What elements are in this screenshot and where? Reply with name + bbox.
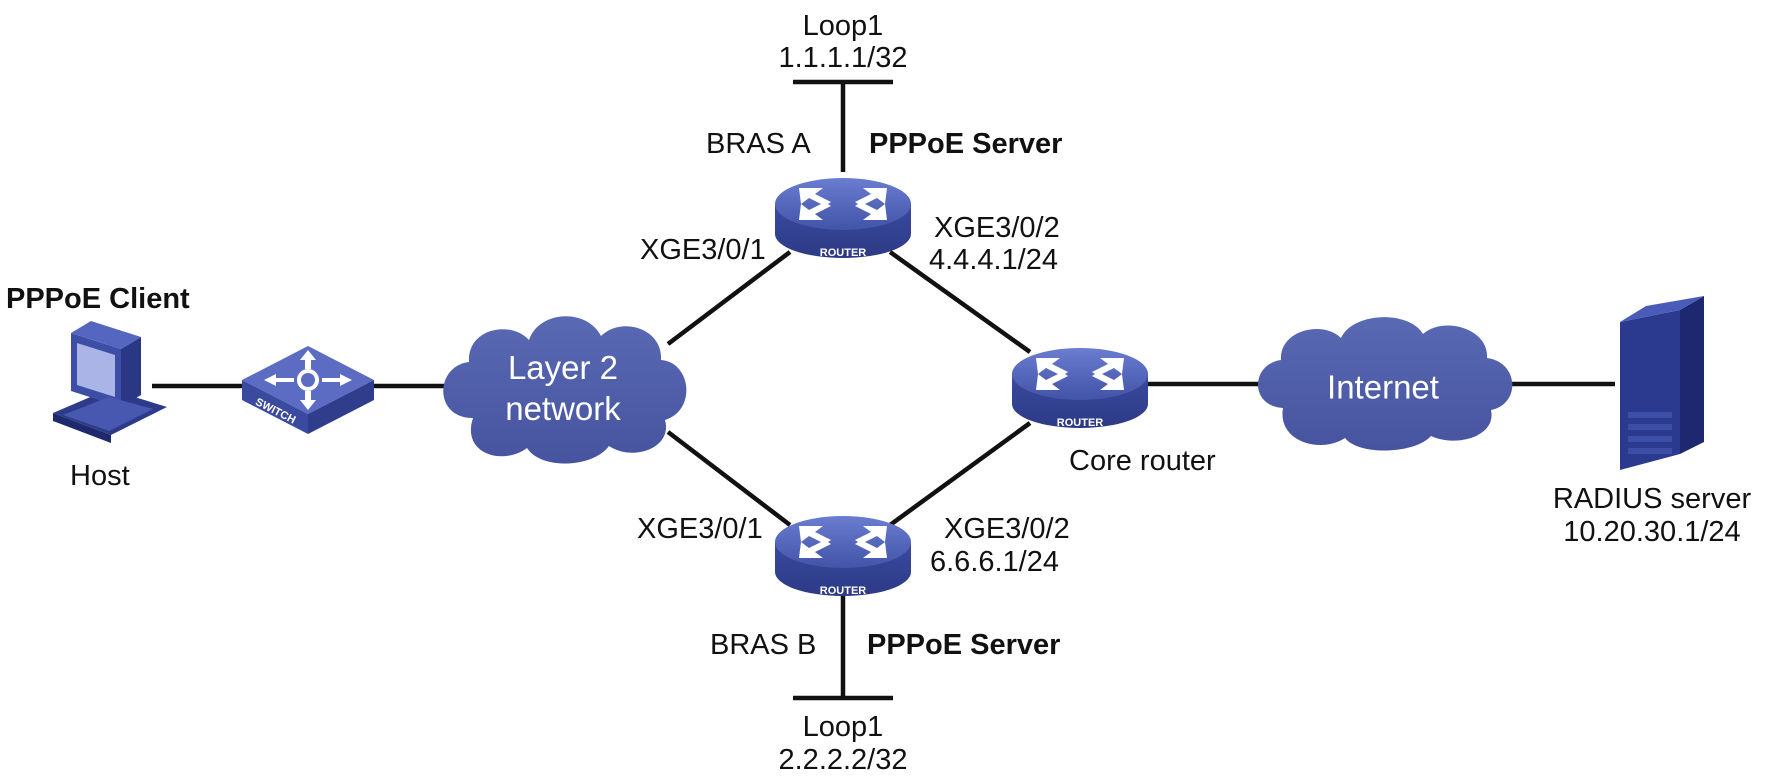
host-name: Host — [70, 460, 130, 492]
router-icon[interactable]: ROUTER — [1012, 348, 1148, 429]
bras-b-if1: XGE3/0/1 — [637, 513, 763, 545]
server-icon[interactable] — [1620, 296, 1704, 470]
bras-b-role: PPPoE Server — [867, 629, 1061, 661]
bras-a-if1: XGE3/0/1 — [640, 234, 766, 266]
bras-a-role: PPPoE Server — [869, 128, 1063, 160]
cloud-layer2-label: Layer 2 network — [505, 347, 621, 430]
cloud-layer2-line2: network — [505, 390, 621, 427]
client-role: PPPoE Client — [6, 283, 190, 315]
router-tag: ROUTER — [820, 585, 867, 597]
link-bras-b-core — [888, 421, 1032, 527]
cloud-layer2-line1: Layer 2 — [507, 348, 619, 386]
cloud-internet-label: Internet — [1327, 368, 1439, 406]
router-tag: ROUTER — [820, 247, 867, 259]
radius-name: RADIUS server — [1552, 483, 1752, 515]
cloud-layer2 — [443, 316, 687, 464]
link-bras-a-core — [888, 250, 1032, 354]
router-icon[interactable]: ROUTER — [775, 178, 911, 259]
loop-b-ip: 2.2.2.2/32 — [778, 744, 908, 776]
core-router-name: Core router — [1069, 445, 1216, 477]
link-l2-bras-b — [666, 430, 792, 527]
links — [152, 79, 1615, 701]
loop-a-name: Loop1 — [802, 10, 884, 42]
loop-b-name: Loop1 — [802, 711, 884, 743]
cloud-internet — [1258, 317, 1513, 451]
bras-b-if2-ip: 6.6.6.1/24 — [930, 546, 1059, 578]
bras-b-if2: XGE3/0/2 — [944, 513, 1070, 545]
router-icon[interactable]: ROUTER — [775, 516, 911, 597]
link-l2-bras-a — [666, 250, 792, 346]
bras-a-name: BRAS A — [706, 128, 811, 160]
bras-b-name: BRAS B — [710, 629, 817, 661]
radius-ip: 10.20.30.1/24 — [1563, 516, 1741, 548]
switch-icon[interactable]: SWITCH — [242, 346, 374, 434]
loop-a-ip: 1.1.1.1/32 — [778, 42, 908, 74]
computer-icon[interactable] — [53, 321, 167, 443]
bras-a-if2-ip: 4.4.4.1/24 — [929, 244, 1058, 276]
bras-a-if2: XGE3/0/2 — [934, 212, 1060, 244]
router-tag: ROUTER — [1057, 417, 1104, 429]
